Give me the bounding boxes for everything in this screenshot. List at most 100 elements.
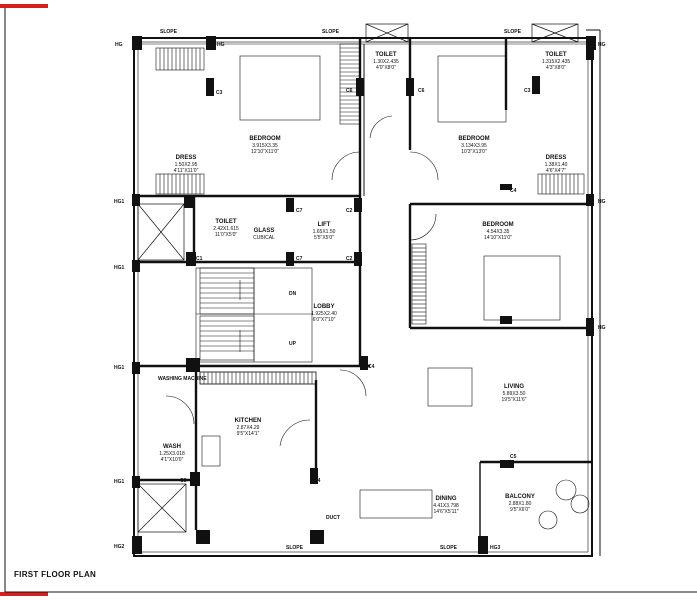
room-dimension: 6'0"X7'10" [313, 317, 336, 323]
room-dimension: 4'11"X11'0" [174, 168, 199, 174]
tag-c5: C5 [510, 454, 517, 460]
room-dimension: 4'1"X10'0" [161, 457, 184, 463]
tag-hg-b1: HG [200, 536, 208, 542]
sofa-living [427, 367, 473, 407]
tag-c2-b: C2 [346, 256, 353, 262]
kitchen-counter [199, 371, 317, 385]
room-dimension: 9'5"X6'0" [510, 507, 530, 513]
door-swing-bed3 [409, 213, 437, 241]
door-swing-wash [165, 395, 195, 425]
bed-1 [239, 55, 321, 121]
column-hg-r1 [586, 194, 594, 206]
top-accent-bar [0, 4, 48, 8]
tag-up: UP [289, 341, 297, 347]
tag-c4-b: C4 [368, 364, 375, 370]
tag-slope-3: SLOPE [504, 29, 522, 35]
column-hg3 [478, 536, 488, 554]
room-dimension: 19'5"X11'6" [501, 397, 526, 403]
tag-washing-machine: WASHING MACHINE [158, 376, 207, 382]
door-swing-bed2 [409, 151, 439, 181]
tag-c4-a: C4 [510, 188, 517, 194]
tag-c7-a: C7 [296, 208, 303, 214]
room-name: WASH [163, 444, 181, 450]
room-labels: BEDROOM3.915X3.3512'10"X11'0"DRESS1.50X2… [159, 52, 570, 515]
room-dimension: 4.54X3.35 [487, 229, 510, 235]
column-c3-left [206, 78, 214, 96]
tags: HG HG HG HG1 HG1 HG1 HG1 HG2 HG HG HG HG… [114, 29, 606, 551]
column-hg1-l4 [132, 476, 140, 488]
tag-hg1-1: HG1 [114, 199, 125, 205]
tag-hg-tm: HG [217, 42, 225, 48]
room-name: DINING [436, 496, 457, 502]
tag-c7-b: C7 [296, 256, 303, 262]
shaft-toilet-top-2-x2 [531, 23, 579, 43]
room-name: GLASS [254, 228, 275, 234]
wardrobes [155, 43, 585, 385]
door-swing-kitchen [279, 419, 311, 447]
tag-c1: C1 [196, 256, 203, 262]
room-dimension: 4'3"X8'0" [546, 65, 566, 71]
tag-slope-1: SLOPE [160, 29, 178, 35]
bed-2 [437, 55, 507, 123]
room-dimension: 2.42X1.615 [213, 226, 239, 232]
wash-sink [201, 435, 221, 467]
room-name: TOILET [545, 52, 567, 58]
tag-duct: DUCT [326, 515, 340, 521]
room-name: BEDROOM [458, 136, 489, 142]
room-dimension: 4'0"X8'0" [376, 65, 396, 71]
column-hg-tl [132, 36, 142, 50]
column-c6-b [406, 78, 414, 96]
tag-slope-2: SLOPE [322, 29, 340, 35]
plan-title: FIRST FLOOR PLAN [14, 570, 97, 579]
tag-c6-b: C6 [418, 88, 425, 94]
tag-hg-tl: HG [115, 42, 123, 48]
door-swing-toilet1 [369, 115, 393, 139]
shaft-left-lower [137, 483, 187, 533]
column-hg-bottom [196, 530, 210, 544]
column-c7-a [286, 198, 294, 212]
stair-treads-upper [199, 267, 255, 315]
room-dimension: 1.315X2.435 [542, 59, 571, 65]
tag-hg-b2: HG [314, 536, 322, 542]
column-hg-right [586, 318, 594, 336]
room-dimension: 11'0"X5'0" [215, 232, 238, 238]
tag-c2-a: C2 [346, 208, 353, 214]
balcony-plant-1 [555, 479, 577, 501]
outer-wall [133, 37, 593, 557]
balcony-plant-2 [570, 494, 590, 514]
tag-hg2: HG2 [114, 544, 125, 550]
column-hg1-l1 [132, 194, 140, 206]
room-name: LOBBY [314, 304, 335, 310]
tag-hg1-4: HG1 [114, 479, 125, 485]
column-hg-bottom-2 [310, 530, 324, 544]
column-hg-tr [586, 36, 596, 50]
shaft-toilet-top-x2 [365, 23, 409, 43]
room-dimension: 1.925X2.40 [311, 311, 337, 317]
door-swing-lobby [339, 369, 367, 397]
tag-c3-b: C3 [524, 88, 531, 94]
room-dimension: 10'3"X13'0" [461, 149, 487, 155]
column-hg-r2 [586, 44, 594, 60]
bed-3 [483, 255, 561, 321]
column-hg1-l3 [132, 362, 140, 374]
bottom-accent-bar [0, 592, 48, 596]
tag-hg1-3: HG1 [114, 365, 125, 371]
column-hg1-c [186, 358, 200, 372]
room-dimension: 1.38X1.40 [545, 162, 568, 168]
tag-slope-5: SLOPE [440, 545, 458, 551]
shaft-toilet-top-2 [531, 23, 579, 43]
furniture [165, 55, 590, 530]
tag-c4-c: C4 [314, 478, 321, 484]
room-dimension: 4'6"X4'7" [546, 168, 566, 174]
column-c4-low [310, 468, 318, 484]
column-hg-tm [206, 36, 216, 50]
room-dimension: 14'6"X5'11" [433, 509, 458, 515]
tag-hg-tr: HG [598, 42, 606, 48]
room-dimension: 2.87X4.29 [237, 425, 260, 431]
wardrobe-dress-2 [537, 173, 585, 195]
column-c3-low [190, 472, 200, 486]
column-c4-top [500, 184, 512, 190]
room-dimension: 1.30X2.435 [373, 59, 399, 65]
room-name: BEDROOM [482, 222, 513, 228]
